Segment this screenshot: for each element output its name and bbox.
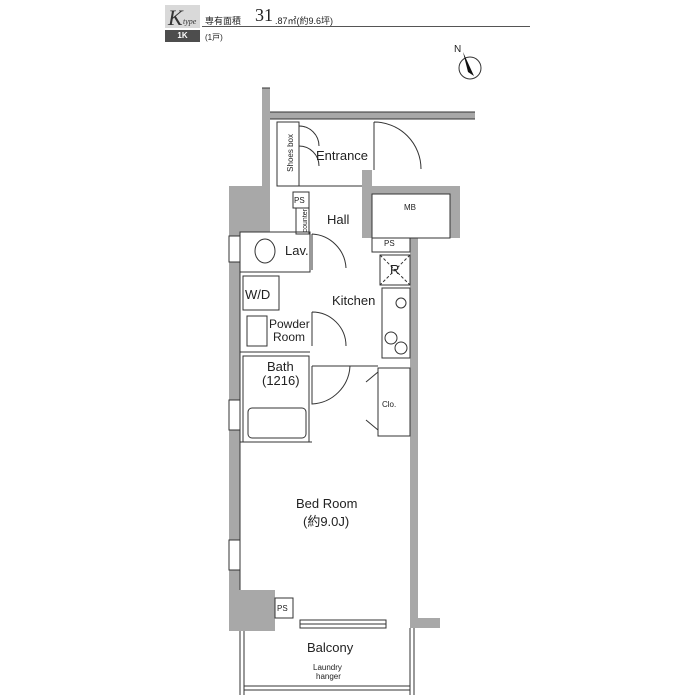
- label-bath: Bath: [267, 359, 294, 374]
- closet-doors: [365, 371, 379, 431]
- washer: [242, 275, 280, 311]
- wall-mb-top: [372, 186, 460, 194]
- window-bath: [228, 399, 241, 431]
- wall-mb-left: [362, 170, 372, 238]
- area-unit: .87㎡(約9.6坪): [275, 16, 334, 26]
- window-bed: [228, 539, 241, 571]
- compass-label: N: [454, 44, 462, 55]
- wall-right: [410, 238, 418, 618]
- closet: [377, 367, 411, 437]
- label-r: R: [390, 262, 400, 277]
- label-room: Room: [273, 330, 306, 344]
- wall-balcony-right: [410, 618, 440, 628]
- label-bed-size: (約9.0J): [303, 514, 350, 529]
- compass-needle: [463, 52, 474, 76]
- fridge: [379, 254, 411, 286]
- area-label: 専有面積: [205, 16, 242, 26]
- burner-1: [384, 331, 398, 345]
- label-hall: Hall: [327, 212, 350, 227]
- door-shoes: [298, 125, 320, 167]
- label-entrance: Entrance: [316, 148, 369, 163]
- wall-bottom-left: [240, 590, 275, 631]
- type-letter: K: [168, 5, 183, 30]
- ps-bottom-box: [274, 597, 294, 619]
- wall-fills: [229, 88, 475, 631]
- label-lav: Lav.: [285, 243, 309, 258]
- type-badge: K type: [165, 5, 200, 30]
- outline-top: [262, 87, 475, 120]
- ps-mid-box: [371, 237, 411, 253]
- plan-header: K type 1K 専有面積 31 .87㎡(約9.6坪) (1戸): [165, 5, 530, 45]
- type-suffix: type: [183, 17, 197, 26]
- unit-count: (1戸): [205, 33, 223, 42]
- wall-entry-left: [262, 88, 270, 188]
- bath-tub: [247, 407, 307, 439]
- counter-box: [295, 207, 310, 235]
- label-wd: W/D: [245, 287, 271, 302]
- balcony-walls: [239, 628, 415, 695]
- toilet: [254, 238, 276, 264]
- label-powder: Powder: [269, 317, 310, 331]
- label-clo: Clo.: [382, 400, 397, 409]
- door-bed: [311, 365, 351, 405]
- mb-box: [371, 193, 451, 239]
- label-hanger: hanger: [316, 672, 341, 681]
- label-kitchen: Kitchen: [332, 293, 376, 308]
- door-powder: [311, 311, 347, 347]
- label-ps-top: PS: [294, 196, 305, 205]
- wall-mb-right: [450, 194, 460, 238]
- wall-left-upper: [240, 186, 270, 232]
- shoes-box: [276, 121, 300, 187]
- fridge-cross: [379, 254, 411, 286]
- label-bath-size: (1216): [262, 373, 300, 388]
- door-lav: [311, 233, 347, 270]
- layout-badge: 1K: [165, 30, 200, 42]
- powder-sink: [246, 315, 268, 347]
- label-balcony: Balcony: [307, 640, 354, 655]
- label-laundry: Laundry: [313, 663, 342, 672]
- window-lav: [228, 235, 241, 263]
- compass-ring: [458, 56, 482, 80]
- compass: [458, 52, 482, 80]
- kitchen-counter: [381, 287, 411, 359]
- plan-lines: [228, 87, 475, 695]
- area-value: 31: [255, 5, 273, 25]
- wall-top: [270, 112, 475, 119]
- label-ps-mid: PS: [384, 239, 395, 248]
- label-ps-bottom: PS: [277, 604, 288, 613]
- door-entrance: [373, 121, 422, 170]
- label-counter: counter: [302, 209, 309, 233]
- label-mb: MB: [404, 203, 416, 212]
- header-divider: [202, 26, 530, 27]
- label-shoes-box: Shoes box: [286, 134, 295, 172]
- sink: [395, 297, 407, 309]
- burner-2: [394, 341, 408, 355]
- label-bed-room: Bed Room: [296, 496, 358, 511]
